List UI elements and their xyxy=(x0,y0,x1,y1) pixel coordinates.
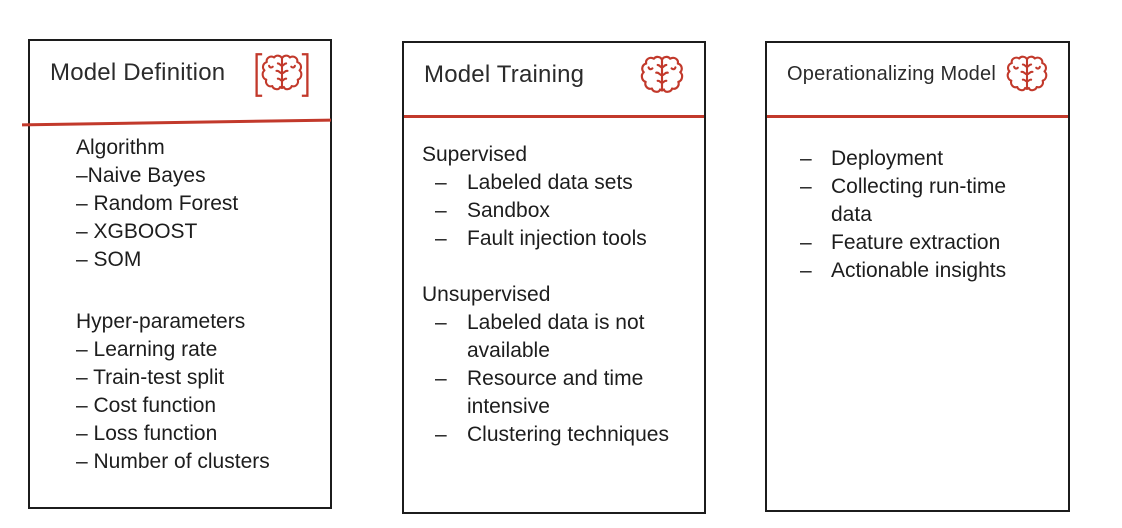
brain-icon xyxy=(1006,55,1048,92)
dash-bullet: – xyxy=(435,367,447,390)
list-section: Supervised – Labeled data sets – Sandbox xyxy=(422,141,696,253)
card-body: Supervised – Labeled data sets – Sandbox xyxy=(404,101,704,449)
dash-bullet: – xyxy=(435,227,447,250)
dash-bullet: – xyxy=(800,175,812,198)
bullet-list: – Labeled data is not available – Resour… xyxy=(422,309,696,449)
list-item: – SOM xyxy=(76,248,142,271)
dash-bullet: – xyxy=(435,311,447,334)
card-header: Operationalizing Model xyxy=(767,43,1068,99)
card-title: Operationalizing Model xyxy=(787,63,996,85)
list-item-text: Fault injection tools xyxy=(467,227,647,250)
list-item: – Learning rate xyxy=(76,338,218,361)
list-item: – Number of clusters xyxy=(76,450,270,473)
list-item: – Sandbox xyxy=(422,197,696,225)
section-heading: Algorithm xyxy=(76,136,165,159)
divider-line xyxy=(767,115,1068,118)
card-model-training: Model Training Supervised – Labeled data… xyxy=(402,41,706,514)
list-item: – Resource and time intensive xyxy=(422,365,696,421)
list-item: – XGBOOST xyxy=(76,220,198,243)
list-item-text: Deployment xyxy=(831,147,944,170)
dash-bullet: – xyxy=(435,199,447,222)
brain-in-brackets-icon xyxy=(255,53,309,97)
card-operationalizing-model: Operationalizing Model – Deployment xyxy=(765,41,1070,512)
list-section: Hyper-parameters – Learning rate – Train-… xyxy=(76,308,320,476)
list-item: – Cost function xyxy=(76,394,217,417)
list-item-text: Feature extraction xyxy=(831,231,1001,254)
list-section: – Deployment – Collecting run-time data … xyxy=(787,145,1060,285)
divider-line xyxy=(404,115,704,118)
list-item: – Clustering techniques xyxy=(422,421,696,449)
section-heading: Supervised xyxy=(422,143,528,166)
list-item: – Labeled data is not available xyxy=(422,309,696,365)
dash-bullet: – xyxy=(800,147,812,170)
list-section: Algorithm –Naive Bayes – Random Forest – X… xyxy=(76,134,320,274)
plain-list: – Learning rate – Train-test split – Cost … xyxy=(76,336,320,476)
dash-bullet: – xyxy=(800,259,812,282)
bullet-list: – Labeled data sets – Sandbox – Fault in… xyxy=(422,169,696,253)
list-item-text: Resource and time intensive xyxy=(467,367,644,418)
dash-bullet: – xyxy=(435,423,447,446)
card-title: Model Definition xyxy=(50,59,226,86)
list-item-text: Sandbox xyxy=(467,199,550,222)
plain-list: –Naive Bayes – Random Forest – XGBOOST – SO… xyxy=(76,162,320,274)
card-model-definition: Model Definition Algorithm –Naive Bayes–… xyxy=(21,39,332,509)
list-item: – Random Forest xyxy=(76,192,239,215)
list-item: – Feature extraction xyxy=(787,229,1060,257)
dash-bullet: – xyxy=(800,231,812,254)
list-item-text: Collecting run-time data xyxy=(831,175,1007,226)
list-item-text: Actionable insights xyxy=(831,259,1007,282)
dash-bullet: – xyxy=(435,171,447,194)
section-heading: Unsupervised xyxy=(422,283,551,306)
bullet-list: – Deployment – Collecting run-time data … xyxy=(787,145,1060,285)
list-item: – Collecting run-time data xyxy=(787,173,1060,229)
card-body: Algorithm –Naive Bayes – Random Forest – X… xyxy=(30,99,330,476)
list-item-text: Labeled data is not available xyxy=(467,311,645,362)
section-heading: Hyper-parameters xyxy=(76,310,246,333)
list-item-text: Labeled data sets xyxy=(467,171,633,194)
brain-icon xyxy=(640,55,684,93)
card-header: Model Training xyxy=(404,43,704,101)
list-item: – Labeled data sets xyxy=(422,169,696,197)
list-item: – Loss function xyxy=(76,422,218,445)
list-item: – Deployment xyxy=(787,145,1060,173)
list-section: Unsupervised – Labeled data is not avail… xyxy=(422,281,696,449)
list-item: – Train-test split xyxy=(76,366,225,389)
list-item: – Fault injection tools xyxy=(422,225,696,253)
list-item: –Naive Bayes xyxy=(76,164,206,187)
card-title: Model Training xyxy=(424,61,585,88)
card-body: – Deployment – Collecting run-time data … xyxy=(767,99,1068,285)
list-item: – Actionable insights xyxy=(787,257,1060,285)
card-header: Model Definition xyxy=(30,41,330,99)
list-item-text: Clustering techniques xyxy=(467,423,669,446)
